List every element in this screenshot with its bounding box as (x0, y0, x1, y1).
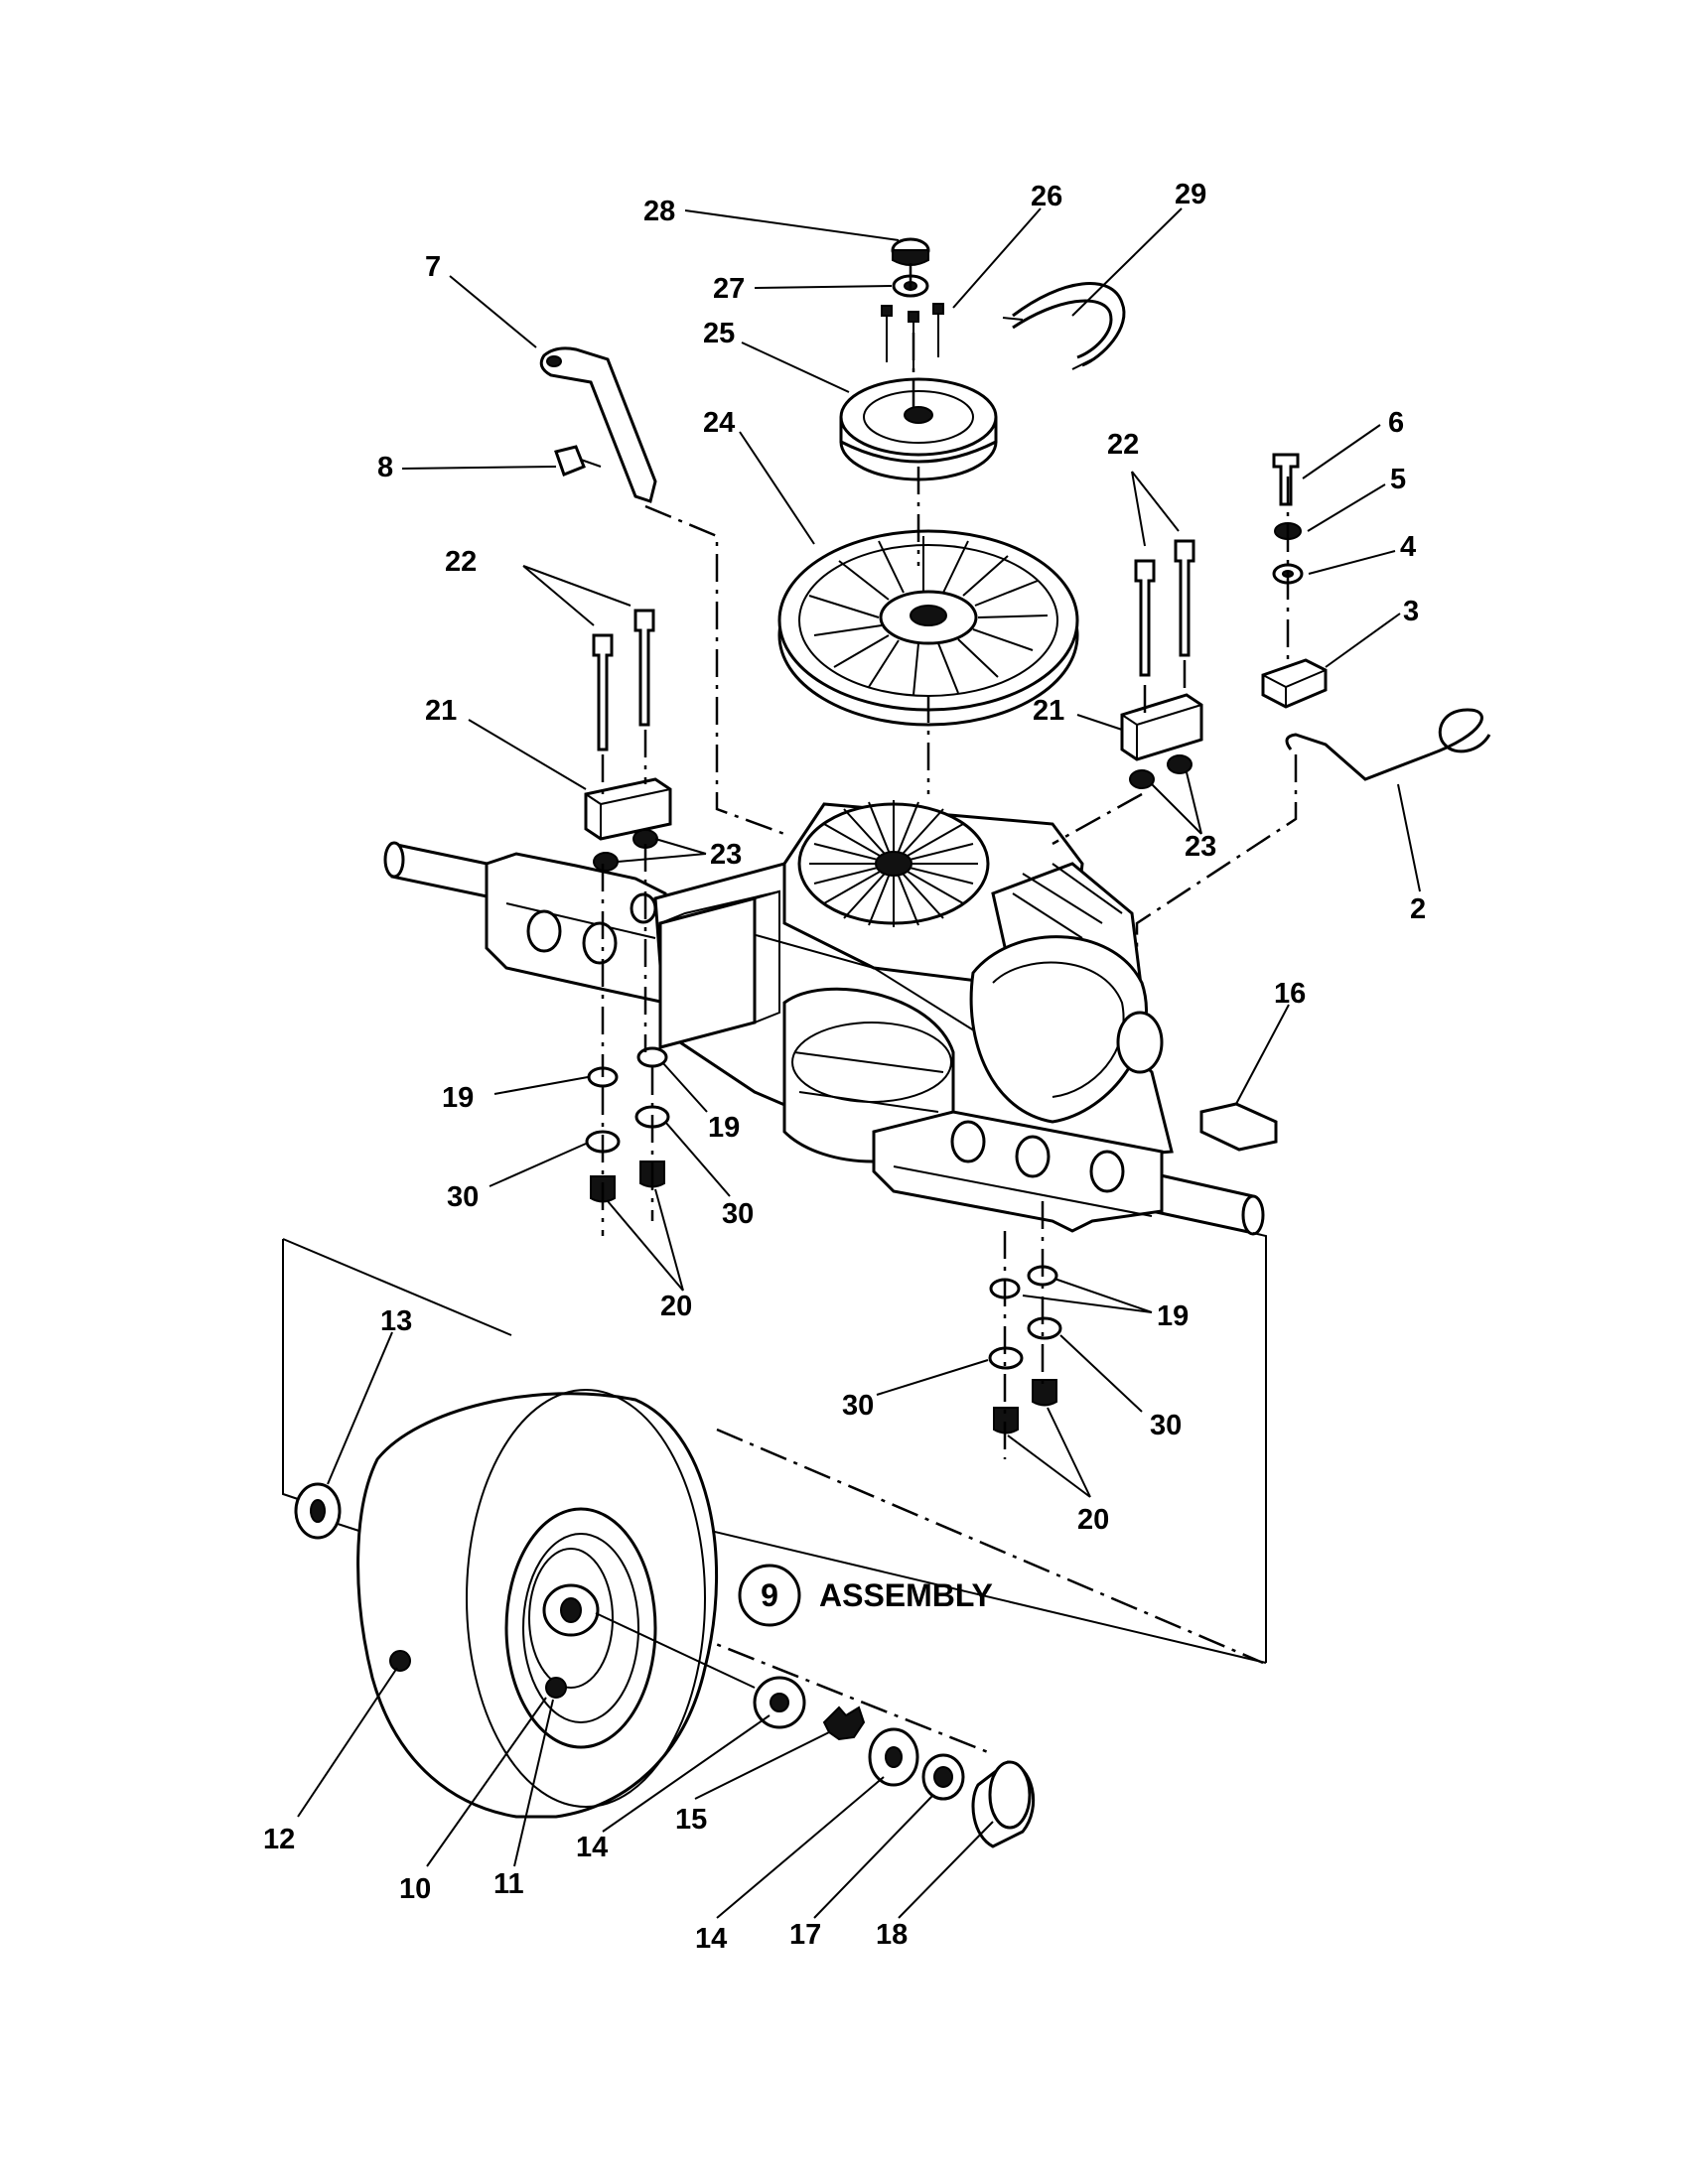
callout-4: 4 (1400, 531, 1416, 563)
callout-30-right-b: 30 (1150, 1410, 1182, 1441)
callout-23-left: 23 (710, 839, 742, 871)
callout-19-left-b: 19 (708, 1112, 740, 1144)
callout-23-right: 23 (1185, 831, 1216, 863)
assembly-callout: 9 ASSEMBLY (738, 1564, 993, 1627)
bolt-8 (554, 445, 602, 477)
bolt-6 (1272, 453, 1300, 506)
callout-24: 24 (703, 407, 735, 439)
callout-25: 25 (703, 318, 735, 349)
callout-10: 10 (399, 1873, 431, 1905)
callout-19-right: 19 (1157, 1300, 1189, 1332)
hardware-left-column (585, 1046, 670, 1203)
callout-27: 27 (713, 273, 745, 305)
callout-30-right-a: 30 (842, 1390, 874, 1422)
belt-29 (1002, 282, 1126, 370)
screws-26 (881, 303, 944, 369)
callout-6: 6 (1388, 407, 1404, 439)
bolts-22-left (592, 609, 655, 751)
bracket-7 (539, 346, 657, 503)
transaxle-housing (383, 800, 1265, 1236)
callout-20-right: 20 (1077, 1504, 1109, 1536)
callout-2: 2 (1410, 893, 1426, 925)
callout-8: 8 (377, 452, 393, 483)
callout-29: 29 (1175, 179, 1206, 210)
nut-28 (891, 237, 930, 266)
callout-labels: 28 26 29 7 27 25 24 6 8 22 5 4 22 3 21 2… (263, 179, 1426, 1955)
callout-21-right: 21 (1033, 695, 1064, 727)
callout-22-left: 22 (445, 546, 477, 578)
callout-26: 26 (1031, 181, 1062, 212)
spacer-21-left (584, 777, 672, 841)
alignment-lines (550, 263, 1298, 1756)
rod-2 (1285, 708, 1491, 781)
leader-lines (297, 207, 1421, 1919)
callout-28: 28 (643, 196, 675, 227)
hardware-right-column (988, 1265, 1062, 1434)
callout-11: 11 (493, 1868, 524, 1900)
callout-13: 13 (380, 1305, 412, 1337)
callout-30-left-b: 30 (722, 1198, 754, 1230)
spacer-21-right (1120, 693, 1203, 761)
wheel-assembly (294, 1389, 756, 1819)
callout-14-a: 14 (576, 1832, 608, 1863)
callout-21-left: 21 (425, 695, 457, 727)
callout-3: 3 (1403, 596, 1419, 627)
hub-hardware (753, 1676, 1036, 1848)
cooling-fan (797, 800, 990, 927)
nuts-23-right (1129, 754, 1193, 789)
callout-14-b: 14 (695, 1923, 727, 1955)
callout-22-right: 22 (1107, 429, 1139, 461)
callout-17: 17 (789, 1919, 821, 1951)
callout-12: 12 (263, 1824, 295, 1855)
bolts-22-right (1134, 539, 1195, 677)
assembly-label: ASSEMBLY (819, 1577, 993, 1613)
assembly-number: 9 (761, 1577, 778, 1613)
callout-5: 5 (1390, 464, 1406, 495)
callout-19-left-a: 19 (442, 1082, 474, 1114)
callout-20-left: 20 (660, 1291, 692, 1322)
callout-15: 15 (675, 1804, 707, 1836)
callout-30-left-a: 30 (447, 1181, 479, 1213)
assembly-number-circle (738, 1564, 801, 1627)
callout-7: 7 (425, 251, 441, 283)
callout-18: 18 (876, 1919, 908, 1951)
pulley-25 (839, 377, 998, 481)
key-16 (1199, 1102, 1278, 1152)
block-3 (1261, 658, 1328, 709)
callout-16: 16 (1274, 978, 1306, 1010)
fan-wheel-24 (777, 529, 1079, 727)
